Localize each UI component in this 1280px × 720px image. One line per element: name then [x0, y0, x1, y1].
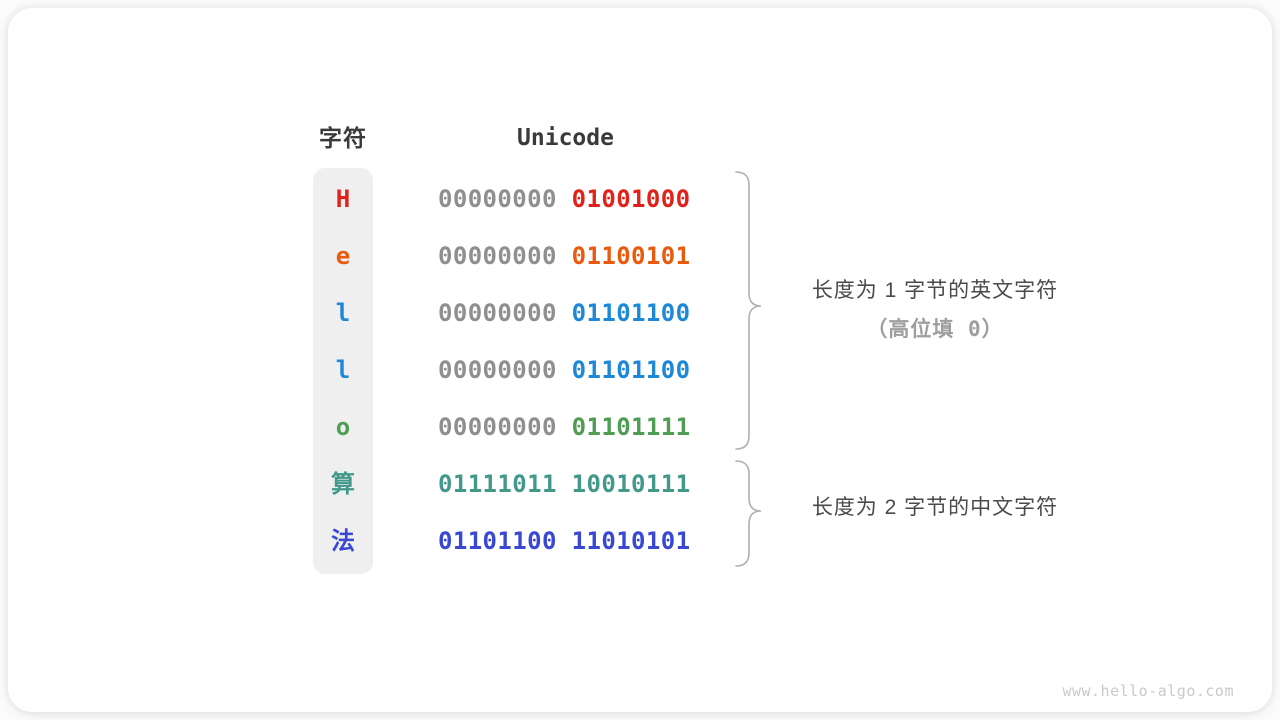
low-byte: 01101100: [571, 356, 691, 384]
chinese-group-label-line1: 长度为 2 字节的中文字符: [811, 496, 1059, 519]
low-byte: 10010111: [571, 470, 691, 498]
unicode-binary-value: 00000000 01101100: [438, 299, 690, 327]
brace-english-group: [735, 171, 762, 450]
high-byte: 00000000: [438, 185, 557, 213]
character-cell: l: [335, 299, 351, 327]
low-byte: 01101111: [571, 413, 691, 441]
high-byte: 00000000: [438, 299, 557, 327]
english-group-label-line1: 长度为 1 字节的英文字符: [811, 279, 1059, 302]
character-cell: H: [335, 185, 351, 213]
chinese-group-label: 长度为 2 字节的中文字符: [765, 495, 1105, 521]
unicode-binary-value: 01111011 10010111: [438, 470, 690, 498]
high-byte: 00000000: [438, 356, 557, 384]
english-group-label-line2: （高位填 0）: [866, 317, 1004, 341]
low-byte: 01001000: [571, 185, 691, 213]
character-column-background: [313, 168, 373, 574]
high-byte: 00000000: [438, 413, 557, 441]
unicode-binary-value: 00000000 01001000: [438, 185, 690, 213]
character-cell: e: [335, 242, 351, 270]
diagram-card: 字符 Unicode H 00000000 01001000 e 00000000 0…: [8, 8, 1272, 712]
watermark: www.hello-algo.com: [1062, 682, 1234, 700]
low-byte: 01100101: [571, 242, 691, 270]
low-byte: 01101100: [571, 299, 691, 327]
unicode-binary-value: 00000000 01101111: [438, 413, 690, 441]
unicode-binary-value: 00000000 01100101: [438, 242, 690, 270]
brace-chinese-group: [735, 460, 762, 567]
high-byte: 01111011: [438, 470, 557, 498]
unicode-binary-value: 01101100 11010101: [438, 527, 690, 555]
column-header-character: 字符: [319, 125, 367, 151]
high-byte: 00000000: [438, 242, 557, 270]
english-group-label: 长度为 1 字节的英文字符 （高位填 0）: [765, 278, 1105, 342]
character-cell: l: [335, 356, 351, 384]
high-byte: 01101100: [438, 527, 557, 555]
low-byte: 11010101: [571, 527, 691, 555]
character-cell: 法: [331, 527, 355, 555]
character-cell: 算: [331, 470, 355, 498]
character-cell: o: [335, 413, 351, 441]
column-header-unicode: Unicode: [517, 125, 614, 151]
unicode-binary-value: 00000000 01101100: [438, 356, 690, 384]
